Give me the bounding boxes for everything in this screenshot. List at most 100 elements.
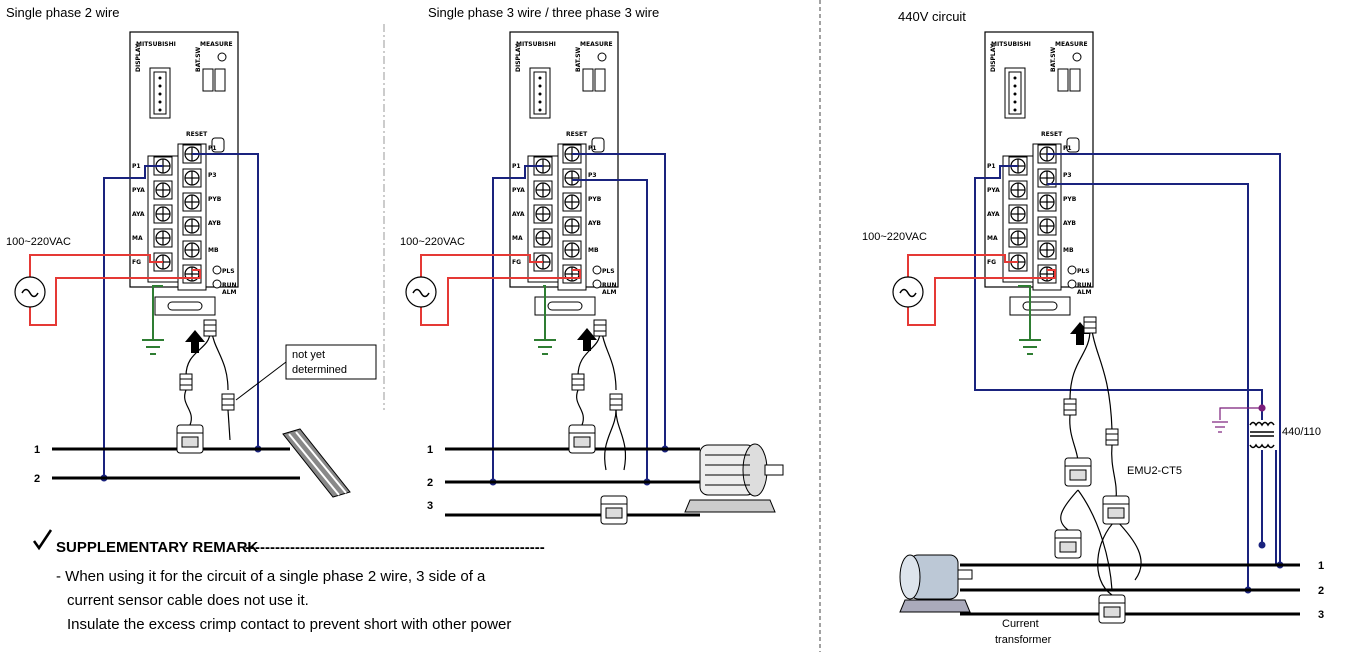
device-run-2: RUN [602,282,617,289]
term-right-ayb-2: AYB [588,220,601,227]
term-left-aya-2: AYA [512,211,525,218]
motor-icon [684,443,784,513]
term-right-p1-2: P1 [588,145,597,152]
sine-wave-glyph [21,288,39,298]
voltage-label-1: 100~220VAC [6,236,71,248]
sensor-model-label: EMU2-CT5 [1127,465,1182,477]
device-measure-3: MEASURE [1055,41,1088,48]
device-pls-3: PLS [1077,268,1090,275]
line-label-3: 3 [1318,609,1324,621]
cable-connector [1105,428,1119,446]
supply-wires-2 [420,254,581,326]
device-reset-3: RESET [1041,131,1063,138]
cable-connector [221,393,235,411]
cable-connector [571,373,585,391]
sensor-cable-1 [184,331,231,441]
term-left-ma-3: MA [987,235,998,242]
device-batsw-3: BAT.SW [1050,46,1057,72]
neutral-wires-3 [974,153,1281,590]
term-left-ma-2: MA [512,235,523,242]
remark-line-1: - When using it for the circuit of a sin… [56,568,486,585]
term-right-mb-1: MB [208,247,219,254]
ground-symbol-icon [1019,332,1041,355]
device-display-3: DISPLAY [990,43,997,72]
current-sensor-clamp [568,424,596,454]
term-left-fg-1: FG [132,259,141,266]
term-left-fg-2: FG [512,259,521,266]
device-display-2: DISPLAY [515,43,522,72]
note-leader-line [235,361,287,401]
line-label-1: 1 [34,444,40,456]
remark-heading: SUPPLEMENTARY REMARK [56,539,258,556]
line-label-1: 1 [427,444,433,456]
device-batsw-2: BAT.SW [575,46,582,72]
motor-icon [899,554,973,613]
ground-symbol-icon [142,332,164,355]
device-brand-2: MITSUBISHI [516,41,556,48]
term-left-aya-1: AYA [132,211,145,218]
sine-wave-glyph [412,288,430,298]
load-element-icon [282,428,351,498]
cable-connector [1063,398,1077,416]
remark-line-3: Insulate the excess crimp contact to pre… [67,616,511,633]
term-right-pyb-1: PYB [208,196,222,203]
ground-wire-2 [543,285,546,332]
term-left-p1-1: P1 [132,163,141,170]
up-arrow-icon [185,330,205,353]
term-left-ma-1: MA [132,235,143,242]
ct-label-line-1: Current [1002,618,1039,630]
device-pls-1: PLS [222,268,235,275]
note-box [285,344,377,380]
cable-connector [593,319,607,337]
sine-wave-glyph [899,288,917,298]
term-right-ayb-3: AYB [1063,220,1076,227]
voltage-label-2: 100~220VAC [400,236,465,248]
current-sensor-clamp [176,424,204,454]
cable-connector [1083,316,1097,334]
term-right-pyb-3: PYB [1063,196,1077,203]
cable-connector [179,373,193,391]
term-right-p3-1: P3 [208,172,217,179]
neutral-wires-2 [492,153,666,482]
term-left-p1-2: P1 [512,163,521,170]
ct-label-line-2: transformer [995,634,1052,646]
diagram-2-title: Single phase 3 wire / three phase 3 wire [428,5,659,20]
voltage-label-3: 100~220VAC [862,231,927,243]
diagram-single-phase-3-wire: Single phase 3 wire / three phase 3 wire… [400,5,784,525]
current-sensor-clamp [1064,457,1092,487]
current-sensor-clamp [600,495,628,525]
device-run-3: RUN [1077,282,1092,289]
transformer-icon [1249,421,1275,449]
current-transformer-clamp [1054,529,1082,559]
term-right-mb-2: MB [588,247,599,254]
term-left-aya-3: AYA [987,211,1000,218]
cable-connector [203,319,217,337]
term-right-p1-1: P1 [208,145,217,152]
term-right-pyb-2: PYB [588,196,602,203]
supply-wires-3 [907,254,1056,326]
transformer-ratio-label: 440/110 [1282,426,1321,438]
transformer-ground-icon [1212,404,1266,433]
term-left-pya-1: PYA [132,187,145,194]
device-reset-2: RESET [566,131,588,138]
line-label-2: 2 [34,473,40,485]
term-right-ayb-1: AYB [208,220,221,227]
term-left-p1-3: P1 [987,163,996,170]
supply-wires-1 [29,254,201,326]
device-brand-1: MITSUBISHI [136,41,176,48]
remark-dashes: ----------------------------------------… [245,539,545,556]
term-left-fg-3: FG [987,259,996,266]
check-mark-icon [32,529,53,551]
ground-symbol-icon [534,332,556,355]
device-pls-2: PLS [602,268,615,275]
device-reset-1: RESET [186,131,208,138]
term-right-p3-3: P3 [1063,172,1072,179]
ground-wire-3 [1018,285,1031,332]
line-label-2: 2 [427,477,433,489]
diagram-440v-circuit: 440V circuit MITSUBISHI MEASURE DISPLAY … [862,9,1324,646]
up-arrow-icon [577,328,597,351]
note-text-1: not yet [292,349,325,361]
device-alm-2: ALM [602,289,616,296]
term-right-mb-3: MB [1063,247,1074,254]
device-batsw-1: BAT.SW [195,46,202,72]
